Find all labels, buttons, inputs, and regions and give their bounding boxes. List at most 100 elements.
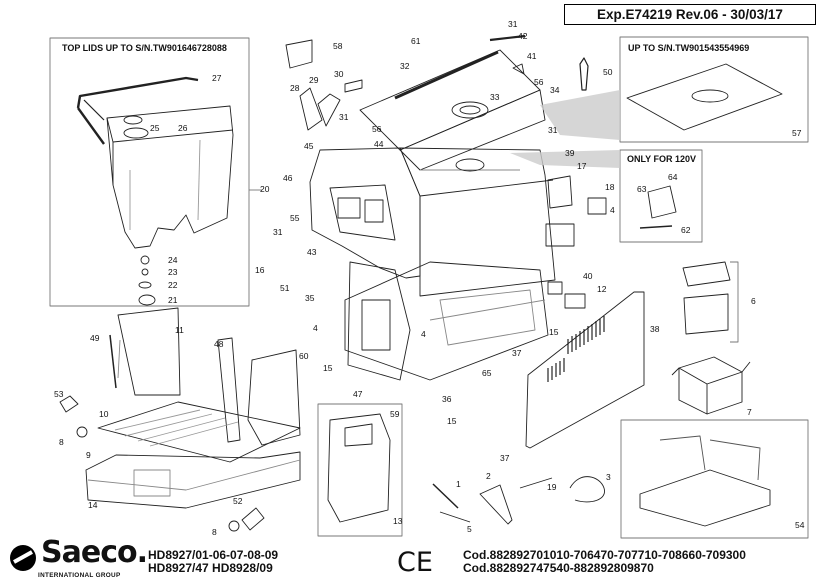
callout-56-a: 56 — [372, 124, 382, 134]
callout-24: 24 — [168, 255, 178, 265]
ce-mark: CE — [397, 547, 433, 578]
callout-51: 51 — [280, 283, 290, 293]
callout-10: 10 — [99, 409, 109, 419]
callout-28: 28 — [290, 83, 300, 93]
callout-14: 14 — [88, 500, 98, 510]
grounds-container-part — [327, 413, 391, 523]
callout-45: 45 — [304, 141, 314, 151]
callout-1: 1 — [456, 479, 461, 489]
callout-42: 42 — [518, 31, 528, 41]
callout-27: 27 — [212, 73, 222, 83]
callout-16: 16 — [255, 265, 265, 275]
callout-52: 52 — [233, 496, 243, 506]
brew-unit-frame — [317, 403, 403, 537]
callout-8-a: 8 — [59, 437, 64, 447]
callout-62: 62 — [681, 225, 691, 235]
revision-box: Exp.E74219 Rev.06 - 30/03/17 — [564, 4, 816, 25]
note-only-120v: ONLY FOR 120V — [627, 154, 697, 164]
callout-43: 43 — [307, 247, 317, 257]
callout-20: 20 — [260, 184, 270, 194]
callout-26: 26 — [178, 123, 188, 133]
drip-tray-grid-part — [97, 401, 301, 463]
chassis-part — [344, 261, 549, 381]
tank-handle-part — [76, 76, 199, 109]
callout-53: 53 — [54, 389, 64, 399]
code-line-2: Cod.882892747540-882892809870 — [463, 561, 654, 575]
callout-7: 7 — [747, 407, 752, 417]
callout-40: 40 — [583, 271, 593, 281]
callout-60: 60 — [299, 351, 309, 361]
callout-59: 59 — [390, 409, 400, 419]
front-panel-part — [309, 147, 421, 279]
callout-64: 64 — [668, 172, 678, 182]
callout-41: 41 — [527, 51, 537, 61]
callout-65: 65 — [482, 368, 492, 378]
callout-58: 58 — [333, 41, 343, 51]
brand-name: Saeco. — [41, 535, 148, 570]
callout-36: 36 — [442, 394, 452, 404]
callout-11: 11 — [175, 325, 184, 335]
code-line-1: Cod.882892701010-706470-707710-708660-70… — [463, 548, 746, 562]
water-tank-part — [106, 105, 234, 249]
saeco-logo: Saeco. INTERNATIONAL GROUP — [8, 535, 148, 581]
callout-48: 48 — [214, 339, 224, 349]
callout-8-b: 8 — [212, 527, 217, 537]
callout-25: 25 — [150, 123, 160, 133]
callout-44: 44 — [374, 139, 384, 149]
callout-47: 47 — [353, 389, 363, 399]
callout-15-c: 15 — [549, 327, 559, 337]
note-up-to-sn: UP TO S/N.TW901543554969 — [628, 43, 750, 53]
callout-15-a: 15 — [323, 363, 333, 373]
lid-hinge-part — [285, 39, 313, 69]
callout-39: 39 — [565, 148, 575, 158]
saeco-logo-icon — [10, 545, 36, 571]
callout-29: 29 — [309, 75, 319, 85]
model-line-1: HD8927/01-06-07-08-09 — [148, 548, 279, 562]
callout-49: 49 — [90, 333, 100, 343]
callout-3: 3 — [606, 472, 611, 482]
filter-seal-part — [123, 115, 143, 125]
side-panel-part — [525, 291, 645, 449]
callout-31-a: 31 — [339, 112, 349, 122]
callout-31-b: 31 — [273, 227, 283, 237]
callout-18: 18 — [605, 182, 615, 192]
callout-23: 23 — [168, 267, 178, 277]
callout-6: 6 — [751, 296, 756, 306]
callout-31-c: 31 — [508, 19, 518, 29]
water-tank-group-frame — [49, 37, 250, 307]
brand-subtitle: INTERNATIONAL GROUP — [38, 572, 121, 579]
callout-9: 9 — [86, 450, 91, 460]
lid-variant-frame — [619, 36, 809, 143]
callout-37-a: 37 — [512, 348, 522, 358]
callout-56-b: 56 — [534, 77, 544, 87]
callout-17: 17 — [577, 161, 587, 171]
code-list: Cod.882892701010-706470-707710-708660-70… — [463, 549, 746, 575]
callout-35: 35 — [305, 293, 315, 303]
120v-frame — [619, 149, 703, 243]
drip-tray-part — [85, 451, 301, 509]
model-list: HD8927/01-06-07-08-09 HD8927/47 HD8928/0… — [148, 549, 278, 575]
callout-13: 13 — [393, 516, 403, 526]
callout-63: 63 — [637, 184, 647, 194]
callout-2: 2 — [486, 471, 491, 481]
base-variant-frame — [620, 419, 809, 539]
callout-31-d: 31 — [548, 125, 558, 135]
callout-22: 22 — [168, 280, 178, 290]
top-lid-part — [359, 49, 541, 151]
callout-30: 30 — [334, 69, 344, 79]
callout-38: 38 — [650, 324, 660, 334]
carton-box-part — [678, 356, 743, 385]
service-door-part — [117, 307, 181, 396]
callout-50: 50 — [603, 67, 613, 77]
callout-21: 21 — [168, 295, 178, 305]
callout-37-b: 37 — [500, 453, 510, 463]
callout-57: 57 — [792, 128, 802, 138]
callout-46: 46 — [283, 173, 293, 183]
callout-4-c: 4 — [610, 205, 615, 215]
callout-34: 34 — [550, 85, 560, 95]
callout-5: 5 — [467, 524, 472, 534]
callout-12: 12 — [597, 284, 607, 294]
variant-lid-part — [626, 63, 783, 131]
callout-32: 32 — [400, 61, 410, 71]
